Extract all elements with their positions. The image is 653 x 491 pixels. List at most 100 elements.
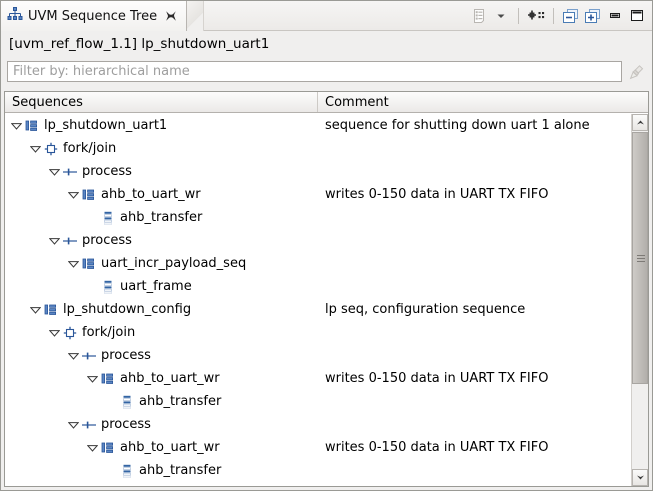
cell-comment: lp seq, configuration sequence <box>325 302 526 317</box>
toolbar-separator-2 <box>553 8 554 24</box>
cell-comment: sequence for shutting down uart 1 alone <box>325 118 590 133</box>
fork-join-icon <box>62 325 78 341</box>
twisty-expanded-icon[interactable] <box>85 436 100 459</box>
tree-node-label: ahb_transfer <box>139 394 222 409</box>
table-row[interactable]: process <box>5 229 631 252</box>
transfer-icon <box>100 210 116 226</box>
table-row[interactable]: process <box>5 160 631 183</box>
search-input[interactable]: Filter by: hierarchical name <box>7 61 622 82</box>
transfer-icon <box>119 394 135 410</box>
hierarchy-tree-icon <box>7 6 23 26</box>
cell-comment: writes 0-150 data in UART TX FIFO <box>325 371 549 386</box>
twisty-placeholder <box>104 390 119 413</box>
tree-node-label: ahb_transfer <box>139 463 222 478</box>
sequence-icon <box>43 302 59 318</box>
twisty-expanded-icon[interactable] <box>47 160 62 183</box>
twisty-expanded-icon[interactable] <box>28 137 43 160</box>
chevron-down-icon[interactable] <box>490 5 512 27</box>
breadcrumb: [uvm_ref_flow_1.1] lp_shutdown_uart1 <box>1 31 652 57</box>
cell-sequences: fork/join <box>5 321 318 344</box>
column-header-comment[interactable]: Comment <box>325 94 389 110</box>
search-input-placeholder: Filter by: hierarchical name <box>13 64 190 79</box>
twisty-expanded-icon[interactable] <box>66 252 81 275</box>
cell-comment: writes 0-150 data in UART TX FIFO <box>325 440 549 455</box>
filter-row: Filter by: hierarchical name <box>1 57 652 86</box>
table-row[interactable]: fork/join <box>5 321 631 344</box>
cell-sequences: ahb_transfer <box>5 459 318 482</box>
twisty-expanded-icon[interactable] <box>85 367 100 390</box>
tab-uvm-sequence-tree[interactable]: UVM Sequence Tree <box>1 1 188 31</box>
table-row[interactable]: ahb_to_uart_wr writes 0-150 data in UART … <box>5 367 631 390</box>
cell-comment: writes 0-150 data in UART TX FIFO <box>325 187 549 202</box>
broom-clear-filter-icon[interactable] <box>626 61 648 83</box>
sequence-tree-table: Sequences Comment lp_shutdown_uart1 seque… <box>4 91 649 487</box>
fork-join-icon <box>43 141 59 157</box>
sequence-icon <box>24 118 40 134</box>
scroll-down-arrow-icon[interactable] <box>632 469 648 486</box>
cell-sequences: lp_shutdown_config <box>5 298 318 321</box>
column-header-sequences[interactable]: Sequences <box>5 92 318 112</box>
twisty-placeholder <box>104 459 119 482</box>
table-row[interactable]: lp_shutdown_config lp seq, configuration … <box>5 298 631 321</box>
tree-node-label: ahb_to_uart_wr <box>120 440 220 455</box>
tree-node-label: ahb_to_uart_wr <box>101 187 201 202</box>
view-menu-icon[interactable] <box>468 5 490 27</box>
table-row[interactable]: process <box>5 413 631 436</box>
scrollbar-thumb[interactable] <box>632 132 648 384</box>
table-row[interactable]: ahb_transfer <box>5 459 631 482</box>
twisty-expanded-icon[interactable] <box>66 183 81 206</box>
twisty-placeholder <box>85 206 100 229</box>
transfer-icon <box>100 279 116 295</box>
tree-node-label: fork/join <box>82 325 136 340</box>
tree-node-label: lp_shutdown_uart1 <box>44 118 168 133</box>
twisty-expanded-icon[interactable] <box>28 298 43 321</box>
collapse-all-icon[interactable] <box>560 5 582 27</box>
process-icon <box>62 164 78 180</box>
twisty-expanded-icon[interactable] <box>47 321 62 344</box>
cell-sequences: process <box>5 229 318 252</box>
scrollbar-grip-icon <box>637 255 645 262</box>
cell-sequences: ahb_transfer <box>5 390 318 413</box>
scroll-up-arrow-icon[interactable] <box>632 114 648 131</box>
process-icon <box>81 348 97 364</box>
table-row[interactable]: fork/join <box>5 137 631 160</box>
link-with-editor-icon[interactable] <box>525 5 547 27</box>
minimize-icon[interactable] <box>604 5 626 27</box>
table-row[interactable]: uart_incr_payload_seq <box>5 252 631 275</box>
tree-node-label: uart_frame <box>120 279 192 294</box>
vertical-scrollbar[interactable] <box>631 114 648 486</box>
maximize-icon[interactable] <box>626 5 648 27</box>
cell-sequences: uart_frame <box>5 275 318 298</box>
twisty-expanded-icon[interactable] <box>66 413 81 436</box>
twisty-expanded-icon[interactable] <box>9 114 24 137</box>
table-row[interactable]: ahb_transfer <box>5 390 631 413</box>
table-row[interactable]: ahb_transfer <box>5 206 631 229</box>
view-toolbar <box>468 1 648 31</box>
table-row[interactable]: uart_frame <box>5 275 631 298</box>
cell-sequences: ahb_to_uart_wr <box>5 436 318 459</box>
sequence-icon <box>81 187 97 203</box>
expand-all-icon[interactable] <box>582 5 604 27</box>
transfer-icon <box>119 463 135 479</box>
table-row[interactable]: lp_shutdown_uart1 sequence for shutting d… <box>5 114 631 137</box>
close-icon[interactable] <box>164 9 178 23</box>
cell-sequences: process <box>5 413 318 436</box>
tree-node-label: uart_incr_payload_seq <box>101 256 247 271</box>
tree-rows-container: lp_shutdown_uart1 sequence for shutting d… <box>5 114 631 486</box>
table-row[interactable]: ahb_to_uart_wr writes 0-150 data in UART … <box>5 183 631 206</box>
tree-node-label: ahb_transfer <box>120 210 203 225</box>
tab-corner-decoration <box>187 1 204 31</box>
table-row[interactable]: ahb_to_uart_wr writes 0-150 data in UART … <box>5 436 631 459</box>
view-tabbar: UVM Sequence Tree <box>1 1 652 31</box>
process-icon <box>62 233 78 249</box>
tree-node-label: process <box>101 348 151 363</box>
sequence-icon <box>100 440 116 456</box>
tree-node-label: process <box>82 164 132 179</box>
cell-sequences: ahb_to_uart_wr <box>5 367 318 390</box>
twisty-expanded-icon[interactable] <box>47 229 62 252</box>
twisty-expanded-icon[interactable] <box>66 344 81 367</box>
cell-sequences: ahb_to_uart_wr <box>5 183 318 206</box>
table-row[interactable]: process <box>5 344 631 367</box>
sequence-icon <box>100 371 116 387</box>
